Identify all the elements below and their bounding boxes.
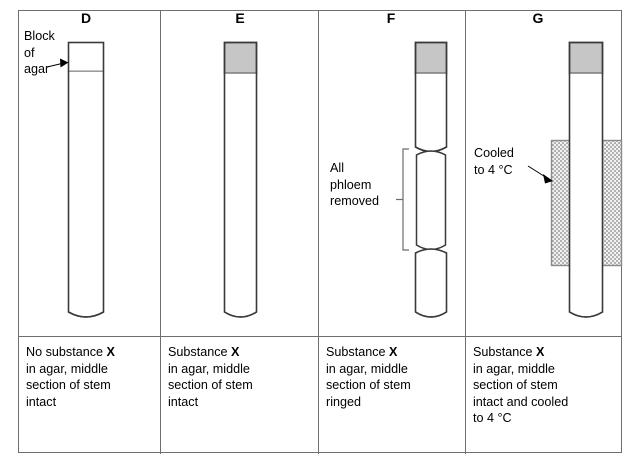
annotation-cooled-line1: Cooled — [474, 146, 514, 160]
caption-d-line1: No substance — [26, 345, 107, 359]
caption-g-line4: intact and cooled — [473, 394, 569, 409]
panel-divider-e-f — [318, 11, 319, 454]
caption-f-line1: Substance — [326, 345, 390, 359]
diagram-caption-divider — [19, 336, 621, 337]
annotation-phloem-line2: phloem — [330, 177, 372, 192]
caption-d-line2: in agar, middle — [26, 361, 108, 376]
panel-divider-f-g — [465, 11, 466, 454]
caption-e-line2: in agar, middle — [168, 361, 250, 376]
panel-letter-e: E — [235, 10, 245, 26]
caption-e-line3: section of stem — [168, 378, 253, 393]
caption-g-substance: X — [536, 345, 545, 359]
caption-g-line2: in agar, middle — [473, 361, 555, 376]
annotation-phloem-line3: removed — [330, 194, 379, 209]
caption-f-line4: ringed — [326, 394, 362, 409]
annotation-block-of-agar-line1: Block — [24, 29, 55, 43]
caption-d-line4: intact — [26, 394, 57, 409]
caption-d-substance: X — [106, 345, 115, 359]
panel-letter-f: F — [386, 10, 396, 26]
figure-frame — [18, 10, 622, 454]
caption-panel-e: Substance X in agar, middle section of s… — [168, 344, 288, 410]
annotation-cooled-to-4c: Cooled to 4 °C — [474, 145, 546, 178]
annotation-cooled-line2: to 4 °C — [474, 162, 513, 177]
caption-panel-g: Substance X in agar, middle section of s… — [473, 344, 613, 427]
caption-f-substance: X — [389, 345, 398, 359]
annotation-block-of-agar-line2: of — [24, 45, 35, 60]
caption-f-line3: section of stem — [326, 378, 411, 393]
caption-panel-f: Substance X in agar, middle section of s… — [326, 344, 446, 410]
panel-letter-g: G — [532, 10, 544, 26]
caption-g-line5: to 4 °C — [473, 411, 512, 426]
panel-divider-d-e — [160, 11, 161, 454]
caption-panel-d: No substance X in agar, middle section o… — [26, 344, 136, 410]
caption-g-line1: Substance — [473, 345, 537, 359]
caption-e-line4: intact — [168, 394, 199, 409]
caption-f-line2: in agar, middle — [326, 361, 408, 376]
annotation-phloem-line1: All — [330, 161, 344, 175]
annotation-block-of-agar-line3: agar — [24, 62, 50, 77]
annotation-all-phloem-removed: All phloem removed — [330, 160, 400, 210]
caption-d-line3: section of stem — [26, 378, 111, 393]
annotation-block-of-agar: Block of agar — [24, 28, 84, 78]
caption-g-line3: section of stem — [473, 378, 558, 393]
caption-e-line1: Substance — [168, 345, 232, 359]
panel-letter-d: D — [80, 10, 92, 26]
caption-e-substance: X — [231, 345, 240, 359]
